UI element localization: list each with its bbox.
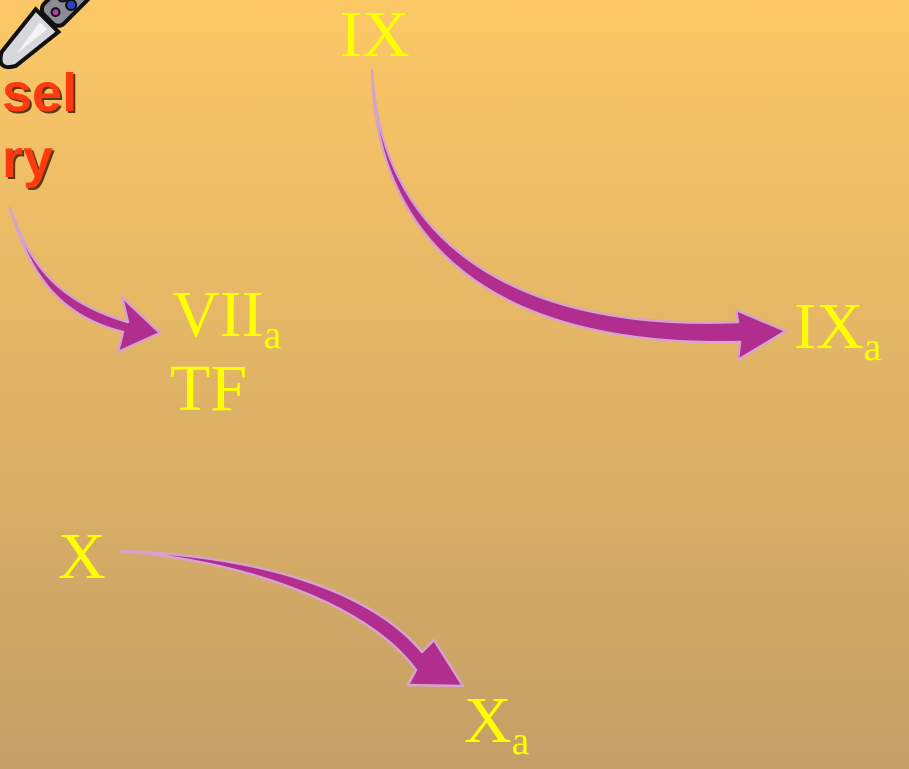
factor-ix-label: IX [340,2,410,68]
scalpel-icon [0,0,101,70]
factor-viia-base: VII [172,278,264,351]
factor-viia-sub: a [263,312,282,357]
injury-label-line-2: ry [2,129,54,189]
factor-viia-label: VIIa [172,282,281,355]
arrow-x-to-xa [118,549,465,688]
factor-ix-base: IX [340,0,410,71]
injury-label-line-1: sel [2,63,78,123]
factor-x-base: X [58,520,106,593]
factor-tf-label: TF [170,356,247,422]
factor-ixa-label: IXa [794,294,881,367]
factor-xa-base: X [464,684,512,757]
arrow-injury-to-viia [8,206,162,354]
factor-xa-label: Xa [464,688,529,761]
factor-ixa-base: IX [794,290,864,363]
arrow-ix-to-ixa [370,68,788,362]
factor-ixa-sub: a [863,324,882,369]
factor-tf-base: TF [170,352,248,425]
factor-xa-sub: a [511,718,530,763]
factor-x-label: X [58,524,106,590]
